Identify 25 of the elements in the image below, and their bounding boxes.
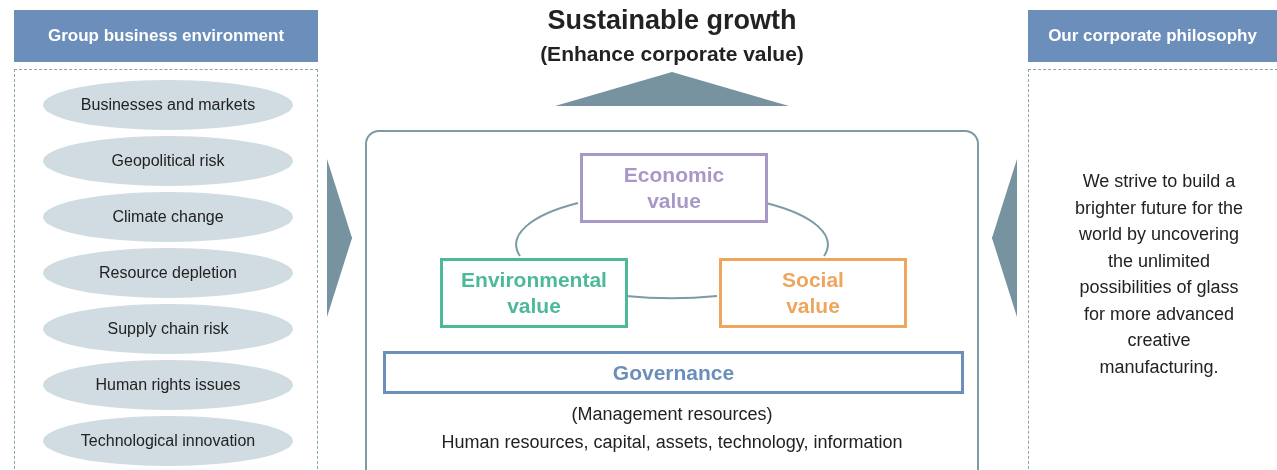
chevron-arrow	[991, 159, 1018, 317]
section-header: Our corporate philosophy	[1028, 10, 1277, 62]
subtitle-text: (Enhance corporate value)	[540, 42, 804, 66]
value-box: Environmental value	[440, 258, 628, 328]
title-text: Sustainable growth	[547, 5, 797, 36]
topic-oval: Climate change	[43, 192, 293, 242]
topic-oval: Resource depletion	[43, 248, 293, 298]
value-box: Governance	[383, 351, 964, 394]
value-box: Economic value	[580, 153, 768, 223]
value-box: Social value	[719, 258, 907, 328]
topic-oval: Businesses and markets	[43, 80, 293, 130]
connector-line	[515, 202, 579, 257]
resources-heading: (Management resources)	[571, 404, 773, 425]
topic-oval: Geopolitical risk	[43, 136, 293, 186]
section-header: Group business environment	[14, 10, 318, 62]
topic-oval: Human rights issues	[43, 360, 293, 410]
value-frame	[365, 130, 979, 470]
chevron-arrow	[326, 159, 353, 317]
philosophy-text: We strive to build a brighter future for the world by uncovering the unlimited possibilities of glass for more advanced creative manufacturing.	[1073, 170, 1245, 379]
resources-list: Human resources, capital, assets, technology, information	[441, 432, 903, 453]
topic-oval: Technological innovation	[43, 416, 293, 466]
dashed-panel	[1028, 69, 1277, 470]
chevron-arrow	[555, 72, 789, 106]
topic-oval: Supply chain risk	[43, 304, 293, 354]
dashed-panel	[14, 69, 318, 470]
